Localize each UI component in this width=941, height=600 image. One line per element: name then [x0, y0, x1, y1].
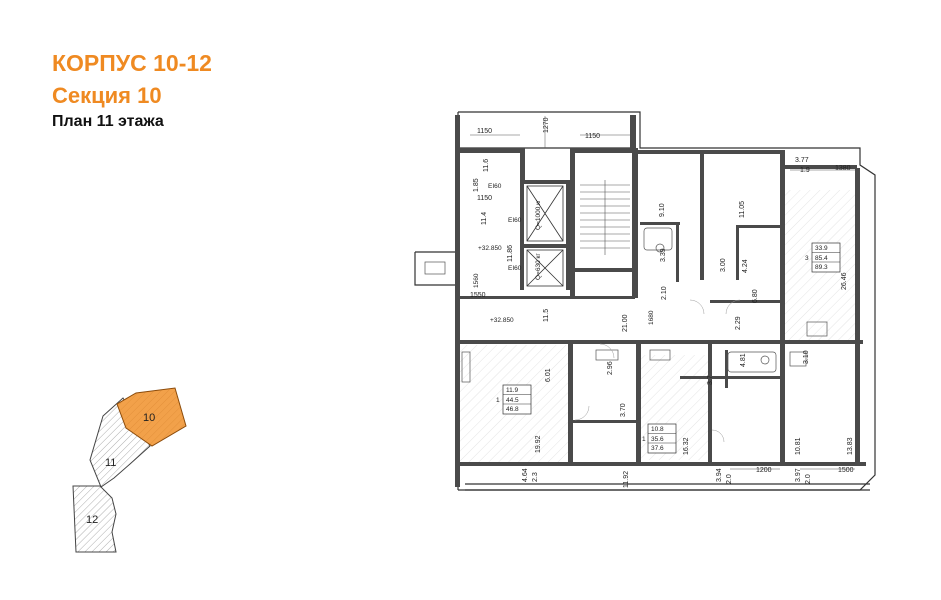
building-title: КОРПУС 10-12 [52, 50, 212, 76]
apartment-2-living: 10.8 [651, 426, 664, 433]
dim-1150b: 1150 [585, 133, 600, 140]
area-21-00: 21.00 [622, 314, 629, 332]
apartment-3-rooms: 3 [805, 255, 809, 262]
area-10-81: 10.81 [795, 437, 802, 455]
dim-3-77: 3.77 [795, 157, 809, 164]
level-mark-2: +32.850 [490, 317, 514, 324]
area-3-94: 3.94 [716, 468, 723, 482]
area-9-10: 9.10 [659, 203, 666, 217]
area-11-86: 11.86 [507, 245, 514, 262]
door-label-1: EI60 [488, 183, 502, 190]
lift-1-label: Q=1000 кг [535, 199, 542, 230]
apartment-3-total: 85.4 [815, 255, 828, 262]
area-2-96: 2.96 [607, 361, 614, 375]
floor-plan-title: План 11 этажа [52, 113, 164, 130]
area-2-10: 2.10 [661, 286, 668, 300]
area-1-85: 1.85 [473, 178, 480, 192]
dim-1680: 1680 [648, 310, 655, 325]
area-3-7: 3.7 [707, 375, 714, 385]
dim-1500: 1500 [838, 467, 854, 474]
dim-1-9: 1.9 [800, 167, 810, 174]
area-3-70: 3.70 [620, 403, 627, 417]
area-11-92: 11.92 [623, 471, 630, 488]
dim-1380: 1380 [835, 165, 851, 172]
door-label-3: EI60 [508, 265, 522, 272]
apartment-3-living: 33.9 [815, 245, 828, 252]
apartment-info-2: 10.8 1 35.6 37.6 [642, 423, 677, 454]
area-6-80: 6.80 [752, 289, 759, 303]
dim-1150a: 1150 [477, 128, 492, 135]
area-2-3: 2.3 [532, 472, 539, 482]
apartment-1-total: 44.5 [506, 397, 519, 404]
area-2-0-b: 2.0 [805, 474, 812, 484]
apartment-2-total-balcony: 37.6 [651, 445, 664, 452]
area-16-32: 16.32 [683, 437, 690, 455]
area-2-0-a: 2.0 [726, 474, 733, 484]
level-mark-1: +32.850 [478, 245, 502, 252]
area-26-46: 26.46 [841, 272, 848, 290]
dim-1270: 1270 [543, 117, 550, 133]
apartment-1-living: 11.9 [506, 387, 519, 394]
area-13-83: 13.83 [847, 437, 854, 455]
area-11-4: 11.4 [481, 212, 488, 225]
area-4-24: 4.24 [742, 259, 749, 273]
door-label-2: EI60 [508, 217, 522, 224]
apartment-2-rooms: 1 [642, 436, 646, 443]
area-3-97: 3.97 [795, 468, 802, 482]
area-2-29: 2.29 [735, 316, 742, 330]
area-4-81: 4.81 [740, 353, 747, 367]
area-11-5: 11.5 [543, 309, 550, 322]
dim-1150c: 1150 [477, 195, 492, 202]
area-4-64: 4.64 [522, 468, 529, 482]
area-3-00: 3.00 [720, 258, 727, 272]
apartment-info-3: 33.9 3 85.4 89.3 [805, 242, 841, 273]
section-title: Секция 10 [52, 83, 162, 108]
area-3-39: 3.39 [660, 248, 667, 262]
area-3-10: 3.10 [803, 350, 810, 364]
area-19-92: 19.92 [535, 435, 542, 453]
apartment-3-total-balcony: 89.3 [815, 264, 828, 271]
dim-1550: 1550 [470, 292, 486, 299]
apartment-1-rooms: 1 [496, 397, 500, 404]
apartment-2-total: 35.6 [651, 436, 664, 443]
apartment-info-1: 11.9 1 44.5 46.8 [496, 384, 532, 415]
area-11-6: 11.6 [483, 159, 490, 172]
apartment-1-total-balcony: 46.8 [506, 406, 519, 413]
lift-2-label: Q=630 кг [535, 253, 542, 280]
area-11-05: 11.05 [739, 201, 746, 218]
area-6-01: 6.01 [545, 368, 552, 382]
dim-1200: 1200 [756, 467, 772, 474]
dim-1560: 1560 [473, 273, 480, 288]
